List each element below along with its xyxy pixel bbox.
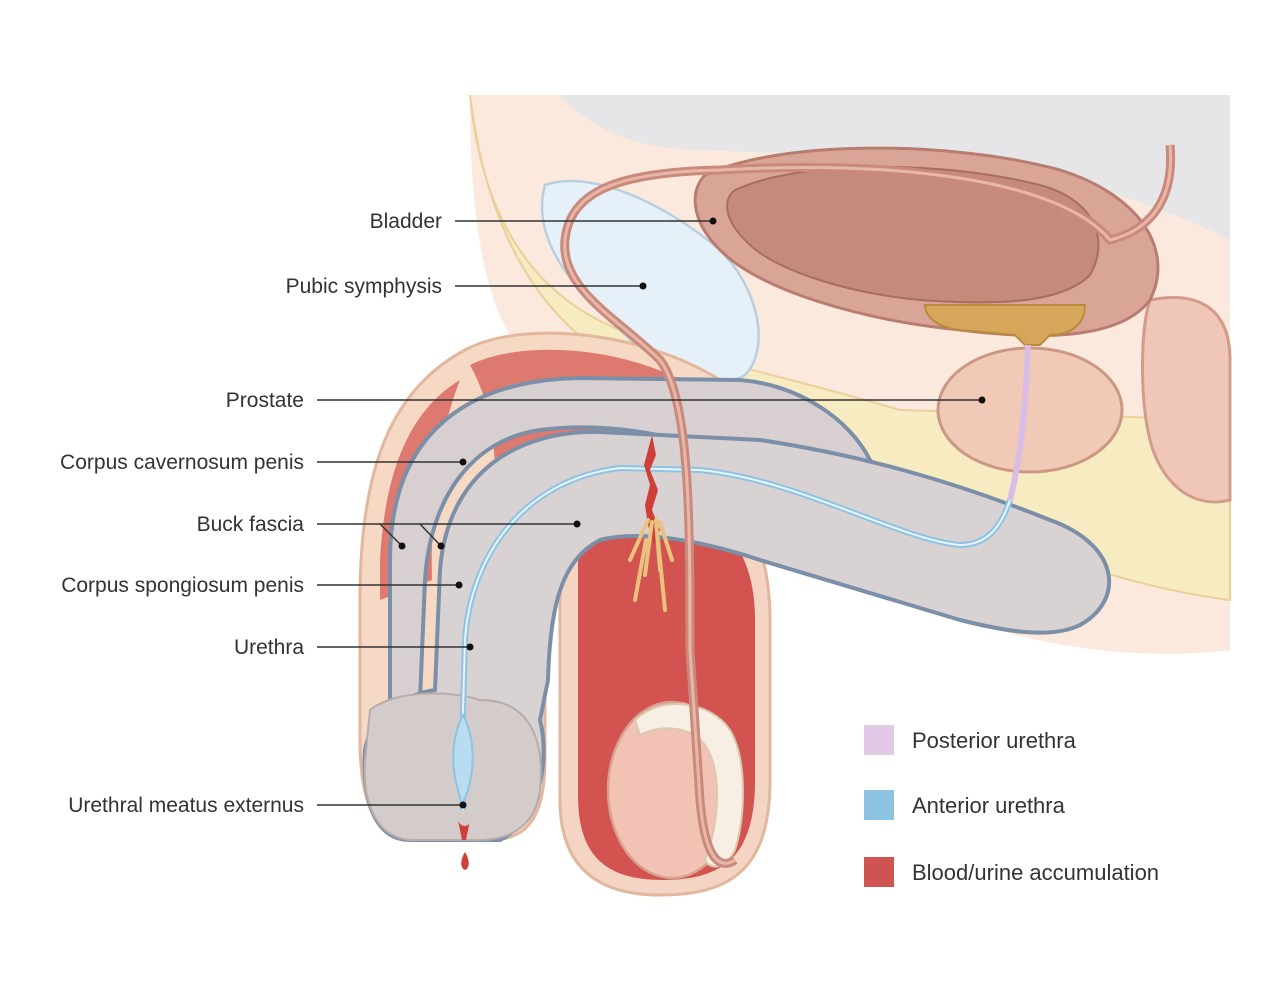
rectum [1141,296,1232,504]
label-pubic-symphysis: Pubic symphysis [285,275,442,298]
label-corpus-spongiosum: Corpus spongiosum penis [61,574,304,597]
posterior-urethra [1007,344,1031,501]
label-bladder: Bladder [369,210,442,233]
legend-label: Anterior urethra [912,793,1065,818]
legend-swatch [864,790,894,820]
label-corpus-cavernosum: Corpus cavernosum penis [60,451,304,474]
vas-deferens-highlight [563,144,1173,865]
legend-swatch [864,725,894,755]
legend-label: Blood/urine accumulation [912,860,1160,885]
label-urethral-meatus: Urethral meatus externus [68,794,304,817]
legend-swatch [864,857,894,887]
legend-label: Posterior urethra [912,728,1076,753]
bladder-lumen [726,165,1100,304]
leader-dots [398,217,986,809]
blood-drop [461,852,469,870]
seminal-vesicle [923,304,1087,346]
label-buck-fascia: Buck fascia [196,513,304,536]
label-urethra: Urethra [233,636,304,659]
blood-drip-meatus [458,820,470,840]
leader-lines [317,220,982,806]
label-prostate: Prostate [225,389,304,412]
urethral-tear [644,435,660,545]
blood-streaks [628,518,674,612]
abdominal-cavity [560,95,1230,240]
